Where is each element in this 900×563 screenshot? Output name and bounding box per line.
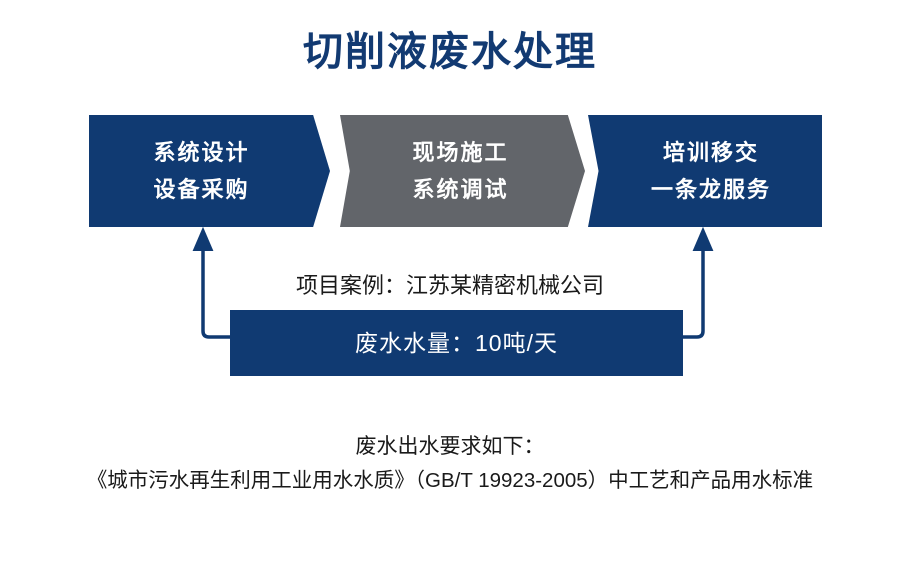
- page-title: 切削液废水处理: [303, 30, 597, 74]
- stage-line-1: 培训移交: [662, 140, 759, 165]
- process-stage-training-handover: 培训移交 一条龙服务: [588, 115, 822, 227]
- effluent-note-line-2: 《城市污水再生利用工业用水水质》（GB/T 19923-2005）中工艺和产品用…: [86, 469, 814, 492]
- stage-line-1: 现场施工: [412, 140, 509, 165]
- wastewater-volume-text: 废水水量：10吨/天: [355, 330, 558, 356]
- effluent-requirement-note: 废水出水要求如下： 《城市污水再生利用工业用水水质》（GB/T 19923-20…: [0, 430, 900, 498]
- effluent-note-line-1: 废水出水要求如下：: [355, 435, 545, 458]
- process-stage-construction-commissioning: 现场施工 系统调试: [340, 115, 585, 227]
- project-case-label: 项目案例：江苏某精密机械公司: [295, 273, 604, 298]
- stage-line-1: 系统设计: [153, 140, 250, 165]
- process-stage-design-procurement: 系统设计 设备采购: [89, 115, 330, 227]
- stage-line-2: 系统调试: [412, 177, 509, 202]
- stage-line-2: 设备采购: [153, 177, 250, 202]
- stage-line-2: 一条龙服务: [650, 177, 771, 202]
- wastewater-volume-bar: 废水水量：10吨/天: [230, 310, 683, 376]
